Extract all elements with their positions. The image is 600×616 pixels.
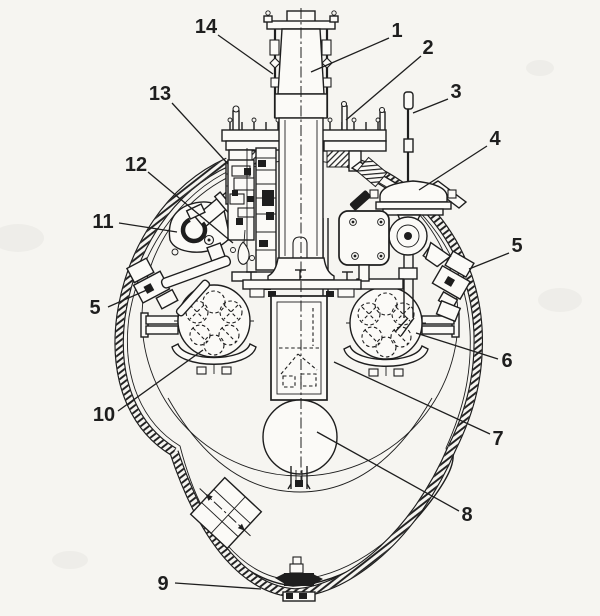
pendulum-weight (237, 241, 250, 265)
callout-leader (468, 252, 510, 270)
callout-number: 6 (501, 350, 512, 372)
pulley-assembly (350, 216, 428, 337)
callout-leader (147, 171, 234, 244)
callout-number: 4 (489, 128, 501, 150)
left-latch (125, 257, 179, 310)
callout-number: 8 (461, 504, 472, 526)
callout-leader (418, 145, 488, 191)
callout-number: 10 (93, 404, 115, 426)
hydrostat-sphere (262, 399, 338, 490)
callout-leader (107, 288, 150, 308)
callout-number: 13 (149, 83, 171, 105)
callout-number: 1 (391, 20, 402, 42)
callout-number: 2 (422, 37, 433, 59)
instrument-box (270, 295, 328, 401)
hook-ring (180, 216, 208, 244)
callout-leader (333, 361, 491, 435)
callout-leader (117, 349, 204, 412)
callout-leader (345, 55, 422, 121)
breech-bracket (242, 269, 362, 298)
callout-number: 7 (492, 428, 503, 450)
callout-leader (415, 332, 499, 360)
left-drum-assembly (140, 284, 257, 375)
callout-number: 9 (157, 573, 168, 595)
callout-number: 12 (125, 154, 147, 176)
central-tube (263, 10, 339, 281)
central-machinery (227, 147, 277, 290)
callout-leader (412, 98, 449, 114)
callout-number: 5 (511, 235, 522, 257)
anchor-fitting (275, 556, 323, 602)
callout-number: 5 (89, 297, 100, 319)
callout-leader (174, 582, 262, 590)
top-flange-right (319, 100, 407, 199)
callout-leader (310, 37, 390, 73)
grid-plate (189, 476, 263, 550)
release-mechanism (160, 190, 236, 317)
callout-leader (171, 102, 229, 165)
callout-leader (217, 34, 274, 75)
callout-number: 3 (450, 81, 461, 103)
callout-number: 14 (195, 16, 218, 38)
callout-number: 11 (92, 211, 113, 233)
paper-smudges (0, 60, 582, 569)
callout-leader (118, 222, 178, 233)
callout-leader (316, 431, 460, 512)
